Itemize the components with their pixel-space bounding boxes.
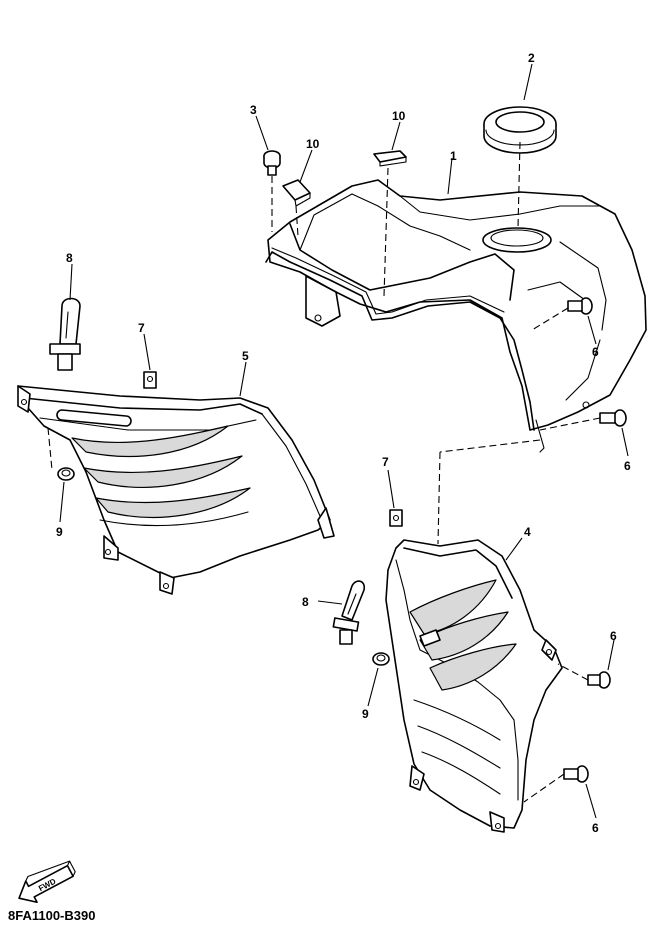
part-screw-6d (563, 765, 589, 783)
part-screw-3 (263, 150, 281, 176)
callout-labels: 1 2 3 4 5 6 6 6 6 7 7 8 8 9 9 10 10 (56, 51, 631, 835)
callout-6-lower: 6 (592, 821, 599, 835)
callout-1: 1 (450, 149, 457, 163)
callout-4: 4 (524, 525, 531, 539)
assembly-lines (47, 141, 601, 803)
callout-5: 5 (242, 349, 249, 363)
callout-2: 2 (528, 51, 535, 65)
part-strap-8a (49, 297, 81, 371)
part-grommet-9b (372, 652, 390, 666)
part-side-panel-right (385, 539, 563, 833)
leader-lines (59, 63, 629, 819)
callout-6-mid: 6 (624, 459, 631, 473)
callout-8-lower: 8 (302, 595, 309, 609)
callout-10-left: 10 (306, 137, 320, 151)
part-clip-7a (143, 371, 157, 389)
callout-6-right: 6 (610, 629, 617, 643)
part-grommet-9a (57, 467, 75, 481)
part-damper-10a (282, 179, 311, 207)
callout-7-left: 7 (138, 321, 145, 335)
callout-9-left: 9 (56, 525, 63, 539)
part-clip-7b (389, 509, 403, 527)
callout-6-upper: 6 (592, 345, 599, 359)
part-screw-6a (567, 297, 593, 315)
part-tank-cover (265, 179, 647, 453)
fwd-arrow: FWD (18, 860, 76, 904)
callout-8-upper: 8 (66, 251, 73, 265)
callout-3: 3 (250, 103, 257, 117)
part-damper-10b (373, 150, 407, 167)
part-screw-6b (599, 409, 627, 427)
callout-7-right: 7 (382, 455, 389, 469)
drawing-code: 8FA1100-B390 (8, 908, 95, 923)
part-strap-8b (332, 580, 366, 645)
part-screw-6c (587, 671, 611, 689)
part-side-panel-left (17, 385, 335, 595)
callout-9-right: 9 (362, 707, 369, 721)
callout-10-right: 10 (392, 109, 406, 123)
